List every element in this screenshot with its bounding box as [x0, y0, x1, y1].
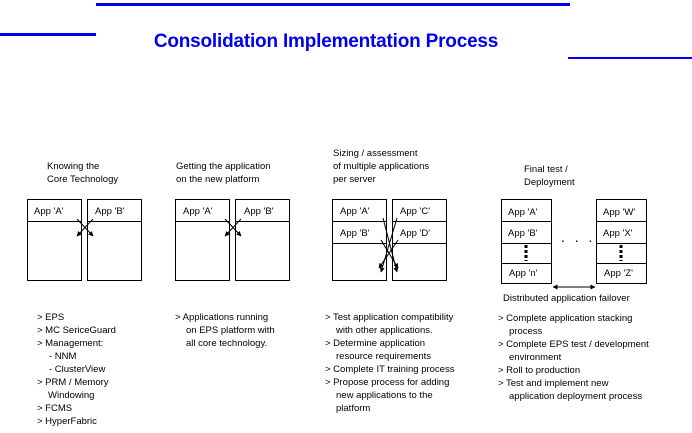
step3-bullets: > Test application compatibility with ot…: [325, 311, 495, 415]
step4-divider-l2: [501, 243, 552, 244]
list-item: > Management:: [37, 338, 104, 349]
list-item: > Determine application resource require…: [325, 338, 432, 362]
step2-server-a: [175, 199, 230, 281]
step4-server-left: [501, 199, 552, 284]
step3-server-right: [392, 199, 447, 281]
step4-divider-r2: [596, 243, 647, 244]
list-item: > Propose process for adding new applica…: [325, 377, 450, 414]
step2-arrow-2: [224, 218, 242, 237]
step3-arrow-4: [378, 239, 399, 269]
list-item: - ClusterView: [49, 364, 106, 375]
step2-heading: Getting the application on the new platf…: [176, 161, 271, 185]
step1-arrow-2: [76, 218, 94, 237]
step4-app-z: App 'Z': [604, 268, 633, 279]
step4-heading: Final test / Deployment: [524, 164, 575, 188]
step1-app-a: App 'A': [34, 206, 64, 217]
list-item: > Test application compatibility with ot…: [325, 312, 454, 336]
step4-app-b: App 'B': [508, 228, 538, 239]
step4-ellipsis: . . .: [561, 229, 596, 245]
step3-divider-l1: [332, 221, 387, 222]
page-title: Consolidation Implementation Process: [153, 31, 499, 52]
step1-server-b: [87, 199, 142, 281]
list-item: > MC SericeGuard: [37, 325, 116, 336]
step3-arrow-3: [380, 239, 399, 269]
step1-server-a: [27, 199, 82, 281]
list-item: > Roll to production: [498, 365, 581, 376]
step1-heading: Knowing the Core Technology: [47, 161, 119, 185]
step4-divider-l3: [501, 263, 552, 264]
list-item: > Complete IT training process: [325, 364, 455, 375]
step3-divider-r2: [392, 243, 447, 244]
step2-divider-b: [235, 221, 290, 222]
left-rule: [0, 33, 96, 36]
step3-arrow-2: [379, 217, 398, 273]
step3-app-c: App 'C': [400, 206, 431, 217]
step2-bullets: > Applications running on EPS platform w…: [175, 311, 310, 350]
step3-server-left: [332, 199, 387, 281]
step4-divider-l1: [501, 221, 552, 222]
step1-app-b: App 'B': [95, 206, 125, 217]
step2-server-b: [235, 199, 290, 281]
step3-app-d: App 'D': [400, 228, 431, 239]
step3-heading: Sizing / assessment of multiple applicat…: [333, 148, 430, 185]
step4-failover-caption: Distributed application failover: [503, 293, 630, 304]
list-item: > HyperFabric: [37, 416, 97, 427]
step1-divider-a: [27, 221, 82, 222]
step4-bullets: > Complete application stacking process …: [498, 312, 688, 403]
step4-server-right: [596, 199, 647, 284]
step4-app-x: App 'X': [603, 228, 633, 239]
step4-divider-r1: [596, 221, 647, 222]
list-item: > FCMS: [37, 403, 73, 414]
list-item: - NNM: [49, 351, 77, 362]
step3-app-a: App 'A': [340, 206, 370, 217]
step3-app-b: App 'B': [340, 228, 370, 239]
step3-divider-r1: [392, 221, 447, 222]
step4-app-n: App 'n': [509, 268, 538, 279]
list-item: > Applications running on EPS platform w…: [175, 312, 275, 349]
list-item: > Complete EPS test / development enviro…: [498, 339, 649, 363]
step2-app-b: App 'B': [244, 206, 274, 217]
list-item: > EPS: [37, 312, 65, 323]
step2-divider-a: [175, 221, 230, 222]
step4-app-w: App 'W': [603, 207, 636, 218]
list-item: > Test and implement new application dep…: [498, 378, 643, 402]
step1-bullets: > EPS > MC SericeGuard > Management: - N…: [37, 311, 157, 428]
top-rule: [96, 3, 570, 6]
step2-app-a: App 'A': [183, 206, 213, 217]
step4-app-a: App 'A': [508, 207, 538, 218]
step1-divider-b: [87, 221, 142, 222]
right-rule: [568, 57, 692, 59]
list-item: > PRM / Memory Windowing: [37, 377, 109, 401]
step4-divider-r3: [596, 263, 647, 264]
list-item: > Complete application stacking process: [498, 313, 633, 337]
step3-divider-l2: [332, 243, 387, 244]
